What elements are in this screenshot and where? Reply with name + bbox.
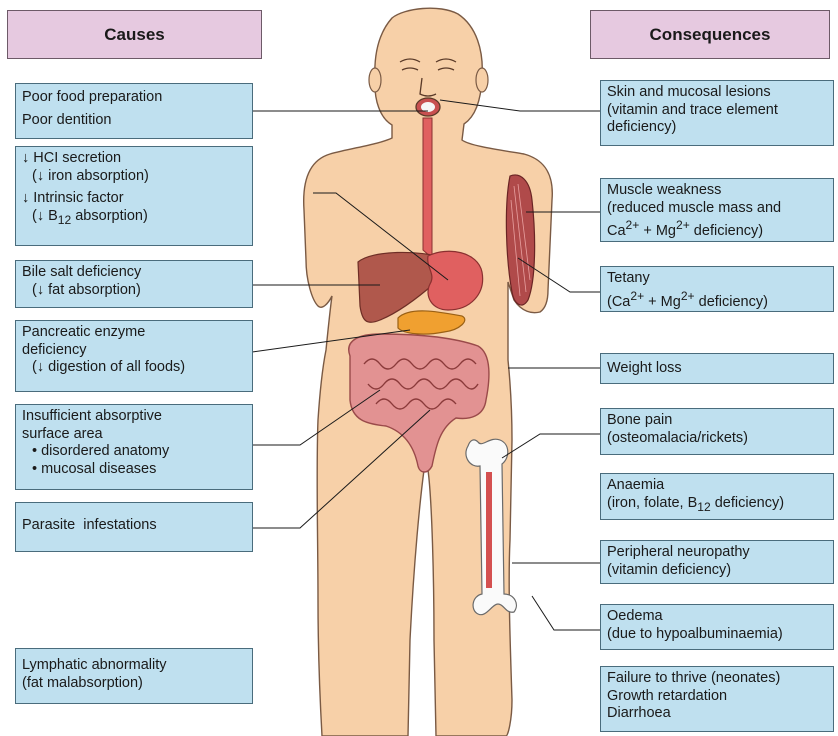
muscle-post: deficiency)	[690, 223, 763, 239]
tetany-post: deficiency)	[695, 293, 768, 309]
cause-lymphatic: Lymphatic abnormality (fat malabsorption…	[15, 648, 253, 704]
weight-line: Weight loss	[607, 360, 827, 378]
cause-absorptive-area: Insufficient absorptive surface area • d…	[15, 404, 253, 490]
anaemia-post: deficiency)	[711, 495, 784, 511]
ca-sup: 2+	[626, 218, 640, 232]
cause-hcl-intrinsic: ↓ HCI secretion (↓ iron absorption) ↓ In…	[15, 146, 253, 246]
muscle-line3: Ca2+ + Mg2+ deficiency)	[607, 217, 827, 240]
cause-absorptive-line1: Insufficient absorptive	[22, 408, 246, 426]
tetany-mg: + Mg	[644, 293, 681, 309]
cause-lymphatic-line2: (fat malabsorption)	[22, 675, 246, 693]
bone-line2: (osteomalacia/rickets)	[607, 430, 827, 448]
bone-line1: Bone pain	[607, 412, 827, 430]
cause-anatomy-line: • disordered anatomy	[22, 443, 246, 461]
failure-line1: Failure to thrive (neonates)	[607, 670, 827, 688]
neuropathy-line2: (vitamin deficiency)	[607, 562, 827, 580]
cause-fat-line: (↓ fat absorption)	[22, 282, 246, 300]
consequence-neuropathy: Peripheral neuropathy (vitamin deficienc…	[600, 540, 834, 584]
skin-line3: deficiency)	[607, 119, 827, 137]
consequence-bone-pain: Bone pain (osteomalacia/rickets)	[600, 408, 834, 455]
cause-parasite-line: Parasite infestations	[22, 517, 246, 535]
anaemia-line1: Anaemia	[607, 477, 827, 495]
ca-text: Ca	[607, 223, 626, 239]
cause-parasite: Parasite infestations	[15, 502, 253, 552]
muscle-line2: (reduced muscle mass and	[607, 200, 827, 218]
skin-line1: Skin and mucosal lesions	[607, 84, 827, 102]
mg-sup: 2+	[676, 218, 690, 232]
right-ear	[476, 68, 488, 92]
cause-pancreatic-line3: (↓ digestion of all foods)	[22, 359, 246, 377]
cause-dentition-line: Poor dentition	[22, 112, 246, 130]
oesophagus	[423, 118, 432, 258]
failure-line2: Growth retardation	[607, 688, 827, 706]
cause-bile-line: Bile salt deficiency	[22, 264, 246, 282]
mg-text: + Mg	[639, 223, 676, 239]
cause-pancreatic-line2: deficiency	[22, 342, 246, 360]
cause-mucosal-line: • mucosal diseases	[22, 461, 246, 479]
cause-food-line: Poor food preparation	[22, 89, 246, 107]
b12-sub: 12	[58, 212, 71, 226]
consequence-anaemia: Anaemia (iron, folate, B12 deficiency)	[600, 473, 834, 520]
anaemia-pre: (iron, folate, B	[607, 495, 697, 511]
skin-line2: (vitamin and trace element	[607, 102, 827, 120]
consequence-oedema: Oedema (due to hypoalbuminaemia)	[600, 604, 834, 650]
causes-header-label: Causes	[104, 25, 164, 45]
failure-line3: Diarrhoea	[607, 705, 827, 723]
cause-bile-salt: Bile salt deficiency (↓ fat absorption)	[15, 260, 253, 308]
cause-hcl-line: ↓ HCI secretion	[22, 150, 246, 168]
oedema-line2: (due to hypoalbuminaemia)	[607, 626, 827, 644]
consequence-failure: Failure to thrive (neonates) Growth reta…	[600, 666, 834, 732]
anaemia-sub: 12	[697, 499, 710, 513]
cause-lymphatic-line1: Lymphatic abnormality	[22, 657, 246, 675]
left-ear	[369, 68, 381, 92]
cause-intrinsic-line: ↓ Intrinsic factor	[22, 190, 246, 208]
tetany-line2: (Ca2+ + Mg2+ deficiency)	[607, 288, 827, 311]
arm-muscle	[506, 175, 534, 305]
anaemia-line2: (iron, folate, B12 deficiency)	[607, 495, 827, 516]
tetany-pre: (Ca	[607, 293, 630, 309]
oedema-line1: Oedema	[607, 608, 827, 626]
consequences-header: Consequences	[590, 10, 830, 59]
consequence-skin: Skin and mucosal lesions (vitamin and tr…	[600, 80, 834, 146]
cause-absorptive-line2: surface area	[22, 426, 246, 444]
consequences-header-label: Consequences	[650, 25, 771, 45]
cause-b12-line: (↓ B12 absorption)	[22, 208, 246, 229]
consequence-tetany: Tetany (Ca2+ + Mg2+ deficiency)	[600, 266, 834, 312]
muscle-line1: Muscle weakness	[607, 182, 827, 200]
tetany-ca-sup: 2+	[630, 289, 644, 303]
cause-pancreatic-line1: Pancreatic enzyme	[22, 324, 246, 342]
cause-iron-line: (↓ iron absorption)	[22, 168, 246, 186]
tetany-line1: Tetany	[607, 270, 827, 288]
cause-food-dentition: Poor food preparation Poor dentition	[15, 83, 253, 139]
tetany-mg-sup: 2+	[681, 289, 695, 303]
cause-pancreatic: Pancreatic enzyme deficiency (↓ digestio…	[15, 320, 253, 392]
neuropathy-line1: Peripheral neuropathy	[607, 544, 827, 562]
b12-pre: (↓ B	[32, 208, 58, 224]
consequence-weight-loss: Weight loss	[600, 353, 834, 384]
b12-post: absorption)	[71, 208, 148, 224]
causes-header: Causes	[7, 10, 262, 59]
consequence-muscle: Muscle weakness (reduced muscle mass and…	[600, 178, 834, 242]
